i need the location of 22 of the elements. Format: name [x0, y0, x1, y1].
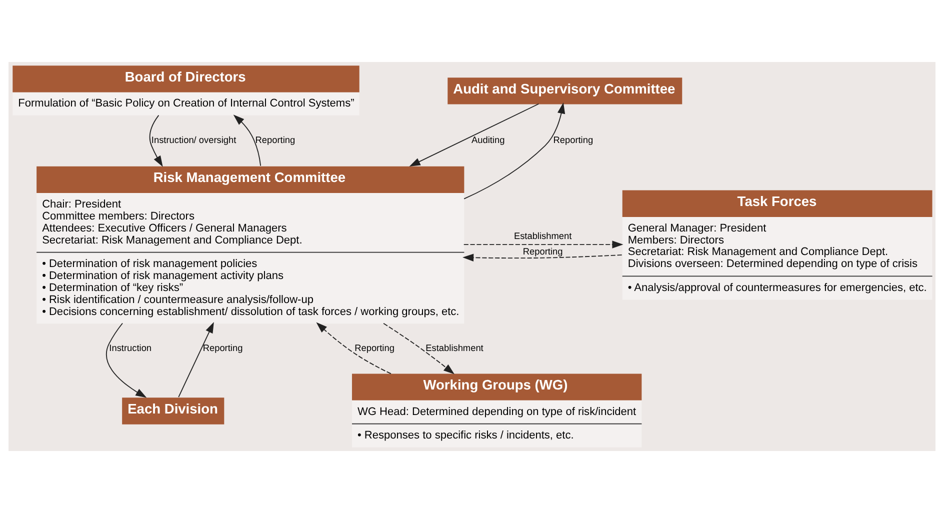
- arrow: [316, 322, 392, 374]
- edge-label: Instruction/ oversight: [151, 134, 236, 145]
- arrow: [383, 322, 454, 374]
- edge-label: Establishment: [426, 342, 484, 353]
- arrow: [409, 103, 540, 167]
- arrow: [106, 322, 147, 398]
- arrow: [233, 114, 262, 166]
- arrow: [463, 240, 624, 248]
- edge-label: Establishment: [514, 231, 572, 242]
- edge-label: Reporting: [553, 134, 594, 145]
- arrow: [464, 102, 566, 200]
- edge-label: Auditing: [471, 134, 505, 145]
- arrow: [178, 322, 214, 398]
- edge-label: Reporting: [202, 342, 243, 353]
- node-box: Audit and Supervisory Committee: [448, 78, 682, 104]
- edge-label: Reporting: [522, 246, 563, 257]
- edge-label: Reporting: [354, 342, 394, 353]
- edge-label: Reporting: [255, 134, 296, 145]
- edge-label: Instruction: [109, 342, 152, 353]
- arrow: [462, 254, 622, 262]
- arrow: [149, 114, 163, 167]
- node-box: Each Division: [122, 398, 224, 424]
